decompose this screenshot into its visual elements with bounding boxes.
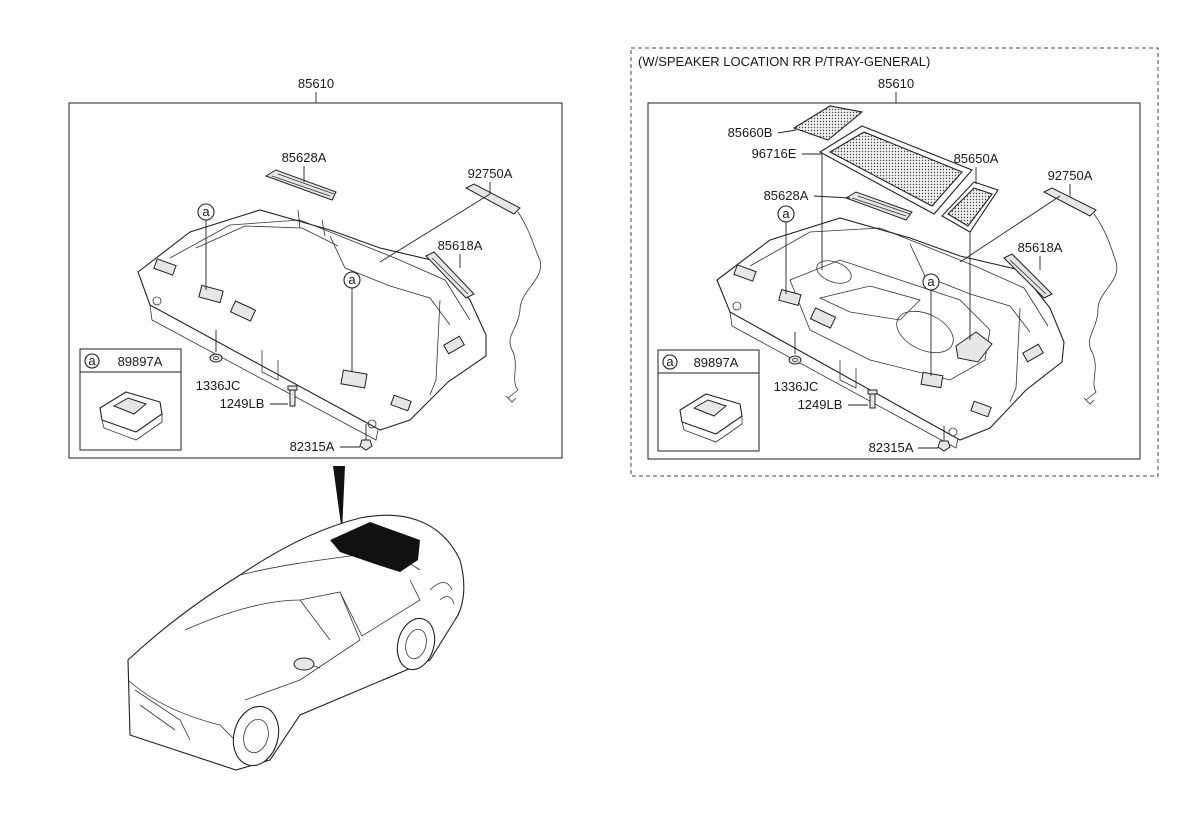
right-assembly-label[interactable]: 85610: [878, 76, 914, 91]
left-assembly-label[interactable]: 85610: [298, 76, 334, 91]
left-package-tray[interactable]: [137, 209, 487, 441]
left-label-grille-center[interactable]: 85628A: [282, 150, 327, 165]
right-label-speaker-harness[interactable]: 92750A: [1048, 168, 1093, 183]
right-variant-frame: [630, 47, 1159, 477]
right-clip[interactable]: [788, 355, 802, 365]
svg-text:a: a: [782, 206, 790, 221]
right-label-grille-center[interactable]: 85628A: [764, 188, 809, 203]
right-detail-part[interactable]: [679, 393, 743, 443]
left-detail-inset: a 89897A: [79, 348, 182, 451]
svg-text:a: a: [88, 353, 96, 368]
left-label-clip[interactable]: 1336JC: [196, 378, 241, 393]
right-label-fastener[interactable]: 82315A: [869, 440, 914, 455]
right-detail-inset: a 89897A: [657, 349, 760, 452]
right-mesh-small[interactable]: [792, 105, 864, 141]
left-clip[interactable]: [209, 353, 223, 363]
right-label-grille-right[interactable]: 85618A: [1018, 240, 1063, 255]
left-speaker-harness[interactable]: [464, 183, 542, 403]
left-grille-center[interactable]: [264, 169, 337, 201]
right-label-bolt[interactable]: 1249LB: [798, 397, 843, 412]
left-label-fastener[interactable]: 82315A: [290, 439, 335, 454]
right-marker-a-1: a: [777, 205, 795, 294]
left-panel: 85610 85628A: [68, 76, 563, 459]
right-mesh-large[interactable]: [818, 125, 973, 215]
right-detail-part-number[interactable]: 89897A: [694, 355, 739, 370]
vehicle-illustration[interactable]: [127, 514, 465, 771]
right-package-tray[interactable]: [716, 217, 1065, 449]
left-label-grille-right[interactable]: 85618A: [438, 238, 483, 253]
left-grille-right[interactable]: [425, 251, 475, 299]
highlighted-package-tray: [330, 522, 420, 572]
right-label-mesh-right[interactable]: 85650A: [954, 151, 999, 166]
left-marker-a-2: a: [343, 271, 361, 372]
left-detail-part[interactable]: [99, 391, 163, 441]
svg-text:a: a: [666, 354, 674, 369]
location-pointer: [333, 466, 345, 532]
right-label-mesh-small[interactable]: 85660B: [728, 125, 773, 140]
left-fastener[interactable]: [359, 439, 373, 451]
right-grille-center[interactable]: [844, 191, 913, 221]
right-marker-a-2: a: [922, 273, 940, 376]
left-assembly-frame: [68, 102, 563, 459]
right-mesh-right[interactable]: [941, 181, 999, 233]
left-label-speaker-harness[interactable]: 92750A: [468, 166, 513, 181]
right-grille-right[interactable]: [1003, 253, 1053, 299]
left-bolt[interactable]: [287, 385, 298, 407]
right-fastener[interactable]: [937, 440, 951, 452]
right-speaker-harness[interactable]: [1042, 187, 1118, 405]
right-label-clip[interactable]: 1336JC: [774, 379, 819, 394]
right-bolt[interactable]: [867, 389, 878, 409]
right-assembly-frame: [647, 102, 1141, 460]
svg-text:a: a: [348, 272, 356, 287]
svg-text:a: a: [927, 274, 935, 289]
right-label-mesh-large[interactable]: 96716E: [752, 146, 797, 161]
svg-text:a: a: [202, 204, 210, 219]
left-label-bolt[interactable]: 1249LB: [220, 396, 265, 411]
right-panel: (W/SPEAKER LOCATION RR P/TRAY-GENERAL) 8…: [630, 47, 1159, 477]
left-marker-a-1: a: [197, 203, 215, 290]
left-detail-part-number[interactable]: 89897A: [118, 354, 163, 369]
right-variant-caption[interactable]: (W/SPEAKER LOCATION RR P/TRAY-GENERAL): [638, 54, 930, 69]
